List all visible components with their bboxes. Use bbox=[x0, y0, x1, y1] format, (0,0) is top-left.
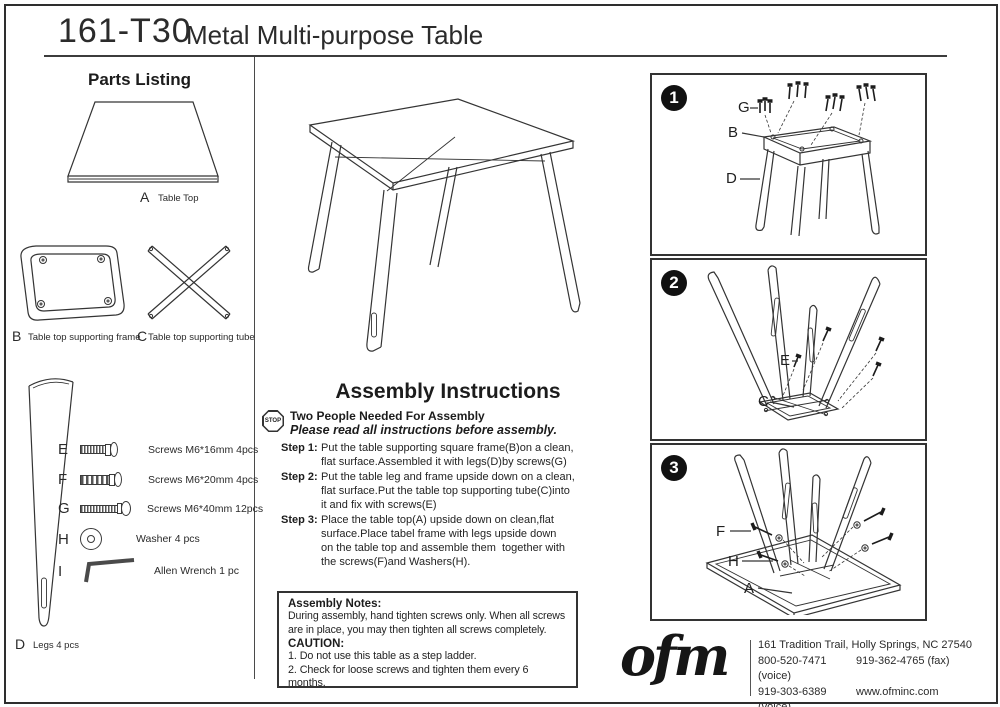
hardware-g-key: G bbox=[58, 500, 70, 517]
company-voice-2: 919-303-6389 (voice) bbox=[758, 685, 827, 707]
caution-heading: CAUTION: bbox=[288, 638, 345, 650]
step-panel-3: 3 F H A bbox=[650, 443, 927, 621]
part-b-label: Table top supporting frame bbox=[28, 332, 141, 343]
page-border bbox=[4, 4, 998, 704]
part-d-label: Legs 4 pcs bbox=[33, 640, 79, 651]
hardware-h-key: H bbox=[58, 530, 69, 548]
panel-3-number: 3 bbox=[661, 455, 687, 481]
part-c-key: C bbox=[137, 328, 148, 344]
ofm-logo: ofm bbox=[620, 624, 730, 688]
leg-drawing bbox=[28, 378, 74, 627]
assembly-notes-body: During assembly, hand tighten screws onl… bbox=[288, 610, 566, 636]
company-website: www.ofminc.com bbox=[856, 685, 939, 698]
assembled-table-drawing bbox=[307, 98, 581, 352]
parts-listing-heading: Parts Listing bbox=[88, 70, 191, 89]
panel-2-label-c: C bbox=[758, 393, 769, 410]
company-voice-1: 800-520-7471 (voice) bbox=[758, 654, 827, 683]
part-c-label: Table top supporting tube bbox=[148, 332, 255, 343]
assembly-steps: Step 1: Put the table supporting square … bbox=[281, 441, 645, 570]
hardware-e-label: Screws M6*16mm 4pcs bbox=[148, 443, 259, 456]
title-rule bbox=[44, 55, 947, 57]
footer-divider bbox=[750, 640, 751, 696]
step-panel-2: 2 E C bbox=[650, 258, 927, 441]
step-3-label: Step 3: bbox=[281, 514, 318, 526]
company-fax: 919-362-4765 (fax) bbox=[856, 654, 950, 667]
step-1-diagram bbox=[740, 81, 880, 237]
part-d-key: D bbox=[15, 636, 26, 652]
screw-f-icon bbox=[80, 472, 122, 487]
step-2-diagram bbox=[707, 265, 885, 421]
panel-2-number: 2 bbox=[661, 270, 687, 296]
caution-item-2: 2. Check for loose screws and tighten th… bbox=[288, 663, 529, 690]
step-panel-1: 1 G B D bbox=[650, 73, 927, 256]
allen-wrench-icon bbox=[84, 558, 135, 583]
table-top-drawing bbox=[67, 101, 219, 183]
hardware-f-label: Screws M6*20mm 4pcs bbox=[148, 473, 259, 486]
part-a-label: Table Top bbox=[158, 193, 199, 204]
panel-3-label-h: H bbox=[728, 553, 739, 570]
assembly-notes-heading: Assembly Notes: bbox=[288, 598, 382, 610]
supporting-tube-drawing bbox=[147, 245, 231, 320]
hardware-row-i: I Allen Wrench 1 pc bbox=[58, 558, 239, 584]
hardware-e-key: E bbox=[58, 441, 69, 458]
step-1-label: Step 1: bbox=[281, 442, 318, 454]
company-address-block: 161 Tradition Trail, Holly Springs, NC 2… bbox=[758, 638, 988, 707]
hardware-i-key: I bbox=[58, 562, 63, 580]
step-1: Step 1: Put the table supporting square … bbox=[281, 441, 645, 469]
part-b-key: B bbox=[12, 328, 22, 344]
hardware-f-key: F bbox=[58, 471, 68, 488]
hardware-i-label: Allen Wrench 1 pc bbox=[154, 565, 240, 577]
screw-e-icon bbox=[80, 442, 118, 457]
company-address: 161 Tradition Trail, Holly Springs, NC 2… bbox=[758, 639, 972, 651]
panel-1-label-g: G bbox=[738, 99, 750, 116]
hardware-h-label: Washer 4 pcs bbox=[136, 533, 200, 545]
step-2-text: Put the table leg and frame upside down … bbox=[321, 471, 575, 511]
model-number: 161-T30 bbox=[58, 12, 192, 50]
step-3-text: Place the table top(A) upside down on cl… bbox=[321, 514, 565, 568]
hardware-row-h: H Washer 4 pcs bbox=[58, 528, 200, 550]
screw-g-icon bbox=[80, 501, 131, 516]
product-title: Metal Multi-purpose Table bbox=[186, 20, 484, 50]
supporting-frame-drawing bbox=[20, 245, 125, 321]
panel-1-label-b: B bbox=[728, 124, 739, 141]
panel-3-label-a: A bbox=[744, 580, 755, 597]
part-a-key: A bbox=[140, 189, 150, 205]
step-2: Step 2: Put the table leg and frame upsi… bbox=[281, 470, 645, 512]
assembly-warning-italic: Please read all instructions before asse… bbox=[290, 423, 558, 437]
panel-1-number: 1 bbox=[661, 85, 687, 111]
assembly-warning: Two People Needed For Assembly bbox=[290, 409, 485, 423]
hardware-row-f: F Screws M6*20mm 4pcs bbox=[58, 471, 258, 488]
step-3-diagram bbox=[705, 448, 902, 615]
column-divider bbox=[254, 57, 255, 679]
stop-icon: STOP bbox=[262, 410, 284, 432]
washer-icon bbox=[80, 528, 102, 550]
hardware-row-e: E Screws M6*16mm 4pcs bbox=[58, 441, 258, 458]
caution-item-1: 1. Do not use this table as a step ladde… bbox=[288, 650, 477, 662]
panel-3-label-f: F bbox=[716, 523, 726, 540]
assembly-notes-box: Assembly Notes: During assembly, hand ti… bbox=[277, 591, 578, 690]
step-3: Step 3: Place the table top(A) upside do… bbox=[281, 513, 645, 569]
step-2-label: Step 2: bbox=[281, 471, 318, 483]
assembly-instructions-heading: Assembly Instructions bbox=[335, 380, 561, 403]
hardware-row-g: G Screws M6*40mm 12pcs bbox=[58, 500, 263, 517]
step-1-text: Put the table supporting square frame(B)… bbox=[321, 442, 574, 468]
stop-icon-label: STOP bbox=[264, 418, 282, 424]
hardware-g-label: Screws M6*40mm 12pcs bbox=[147, 502, 264, 515]
panel-2-label-e: E bbox=[780, 352, 791, 369]
panel-1-label-d: D bbox=[726, 170, 737, 187]
